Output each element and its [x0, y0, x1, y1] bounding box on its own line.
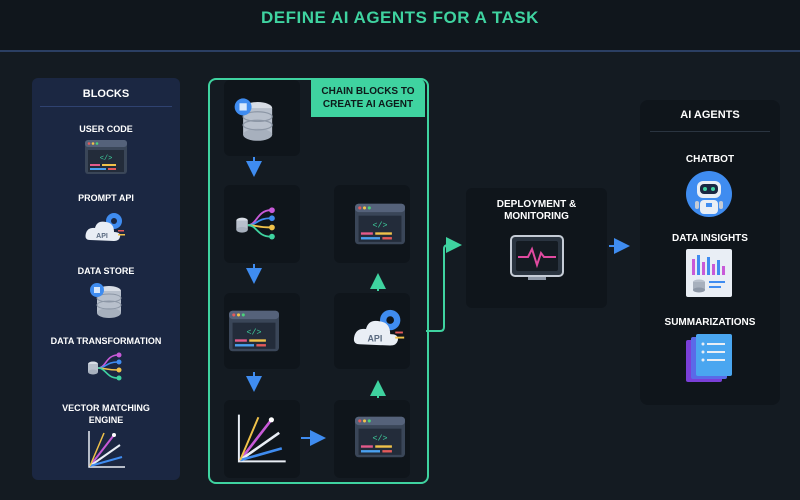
chain-node-vector-matching[interactable]	[224, 400, 300, 478]
code-window-icon: </>	[355, 416, 405, 458]
agent-label-summarizations: SUMMARIZATIONS	[664, 317, 756, 328]
chain-label-line2: CREATE AI AGENT	[322, 99, 414, 110]
deployment-label-line1: DEPLOYMENT &	[496, 199, 577, 210]
chain-label-line1: CHAIN BLOCKS TO	[321, 86, 415, 97]
deployment-label: DEPLOYMENT & MONITORING	[466, 199, 607, 223]
arrow-to-deployment	[426, 237, 462, 332]
vector-fan-icon	[88, 431, 125, 468]
block-label-prompt-api: PROMPT API	[78, 193, 134, 203]
data-transform-icon	[236, 207, 275, 240]
block-label-vector-matching-line2: ENGINE	[88, 415, 124, 425]
code-window-icon: </>	[229, 310, 279, 352]
agent-label-chatbot: CHATBOT	[685, 154, 735, 165]
block-label-data-store: DATA STORE	[77, 266, 135, 276]
svg-text:</>: </>	[100, 155, 113, 163]
page-title: DEFINE AI AGENTS FOR A TASK	[261, 8, 539, 27]
svg-text:API: API	[367, 334, 382, 344]
database-icon	[90, 283, 122, 318]
code-window-icon: </>	[85, 140, 127, 174]
ai-agents-divider	[650, 131, 770, 132]
cloud-api-gear-icon: API	[85, 213, 125, 241]
svg-text:</>: </>	[373, 434, 388, 444]
block-label-data-transformation: DATA TRANSFORMATION	[50, 336, 162, 346]
agent-label-data-insights: DATA INSIGHTS	[672, 233, 748, 244]
monitor-pulse-icon	[510, 235, 564, 280]
svg-text:API: API	[96, 233, 108, 240]
svg-text:</>: </>	[373, 221, 388, 231]
blocks-heading: BLOCKS	[82, 88, 130, 100]
blocks-divider	[40, 106, 172, 107]
title-bar	[0, 0, 800, 52]
svg-text:</>: </>	[247, 328, 262, 338]
block-label-vector-matching-line1: VECTOR MATCHING	[62, 403, 150, 413]
database-icon	[234, 98, 273, 141]
vector-fan-icon	[237, 414, 286, 463]
cloud-api-gear-icon: API	[353, 309, 405, 346]
robot-icon	[686, 171, 732, 217]
data-transform-icon	[88, 352, 122, 381]
block-label-user-code: USER CODE	[79, 124, 133, 134]
chain-label: CHAIN BLOCKS TO CREATE AI AGENT	[311, 79, 425, 117]
document-stack-icon	[686, 334, 732, 382]
code-window-icon: </>	[355, 203, 405, 245]
bar-chart-icon	[686, 249, 732, 297]
deployment-label-line2: MONITORING	[504, 211, 569, 222]
ai-agents-heading: AI AGENTS	[680, 109, 740, 121]
